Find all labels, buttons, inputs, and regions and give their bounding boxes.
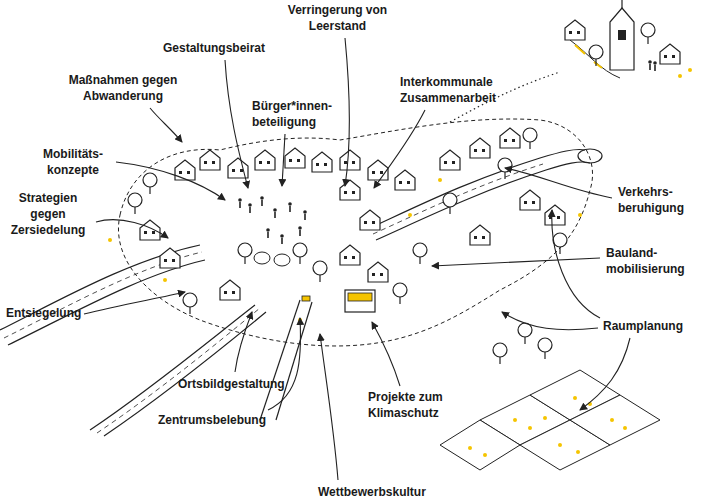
houses — [140, 128, 565, 300]
callout-label: Gestaltungsbeirat — [163, 40, 265, 56]
callout-label: Interkommunale Zusammenarbeit — [400, 74, 512, 106]
callout-label: Mobilitäts- konzepte — [32, 146, 114, 178]
distant-road-mark — [575, 45, 602, 68]
callout-label: Bürger*innen- beteiligung — [252, 98, 347, 130]
speech-bubbles — [254, 252, 290, 266]
callout-label: Raumplanung — [603, 318, 683, 334]
fields — [440, 370, 660, 470]
sign — [302, 296, 310, 301]
callout-label: Verringerung von Leerstand — [280, 2, 395, 34]
callout-label: Ortsbildgestaltung — [178, 376, 285, 392]
solar-roof — [345, 290, 375, 312]
callout-label: Wettbewerbskultur — [318, 484, 426, 500]
callout-label: Maßnahmen gegen Abwanderung — [62, 72, 184, 104]
callout-label: Entsiegelung — [6, 305, 81, 321]
people — [238, 196, 307, 244]
roads — [0, 149, 602, 436]
distant-village — [565, 0, 692, 78]
callout-label: Bauland- mobilisierung — [606, 245, 698, 277]
callout-label: Projekte zum Klimaschutz — [368, 389, 474, 421]
village-outline — [118, 119, 592, 346]
callout-label: Strategien gegen Zersiedelung — [2, 190, 94, 238]
callout-label: Zentrumsbelebung — [158, 412, 266, 428]
yellow-dots — [108, 178, 627, 457]
callout-label: Verkehrs- beruhigung — [618, 184, 702, 216]
leader-arrows — [84, 38, 630, 480]
